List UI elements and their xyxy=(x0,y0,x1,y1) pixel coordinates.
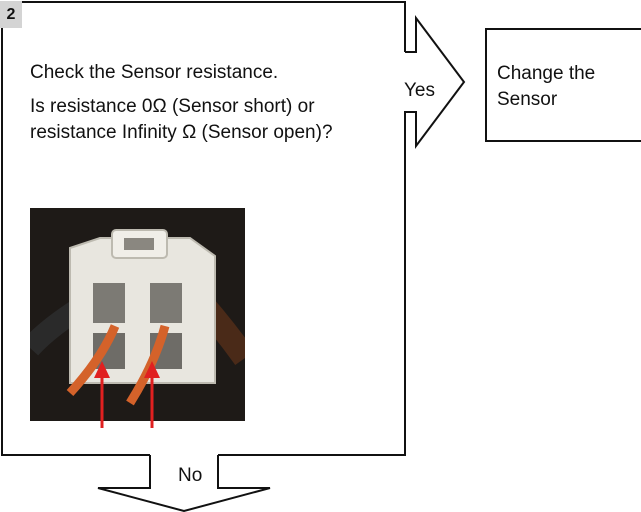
no-arrow xyxy=(97,455,271,512)
step-title: Check the Sensor resistance. xyxy=(30,62,279,83)
yes-branch-label: Yes xyxy=(404,80,435,101)
yes-arrow xyxy=(404,15,466,149)
latch-slot xyxy=(124,238,154,250)
step-question: Is resistance 0Ω (Sensor short) or resis… xyxy=(30,96,333,143)
orange-probe-wire xyxy=(66,324,120,397)
action-label: Change the Sensor xyxy=(497,63,596,110)
step-number-badge: 2 xyxy=(0,1,22,28)
terminal-cavity xyxy=(93,283,125,323)
no-branch-label: No xyxy=(178,465,203,486)
red-arrow xyxy=(144,361,160,421)
red-arrow xyxy=(94,361,110,421)
action-box xyxy=(485,28,641,142)
sensor-connector-photo xyxy=(30,208,245,421)
terminal-cavity xyxy=(150,283,182,323)
